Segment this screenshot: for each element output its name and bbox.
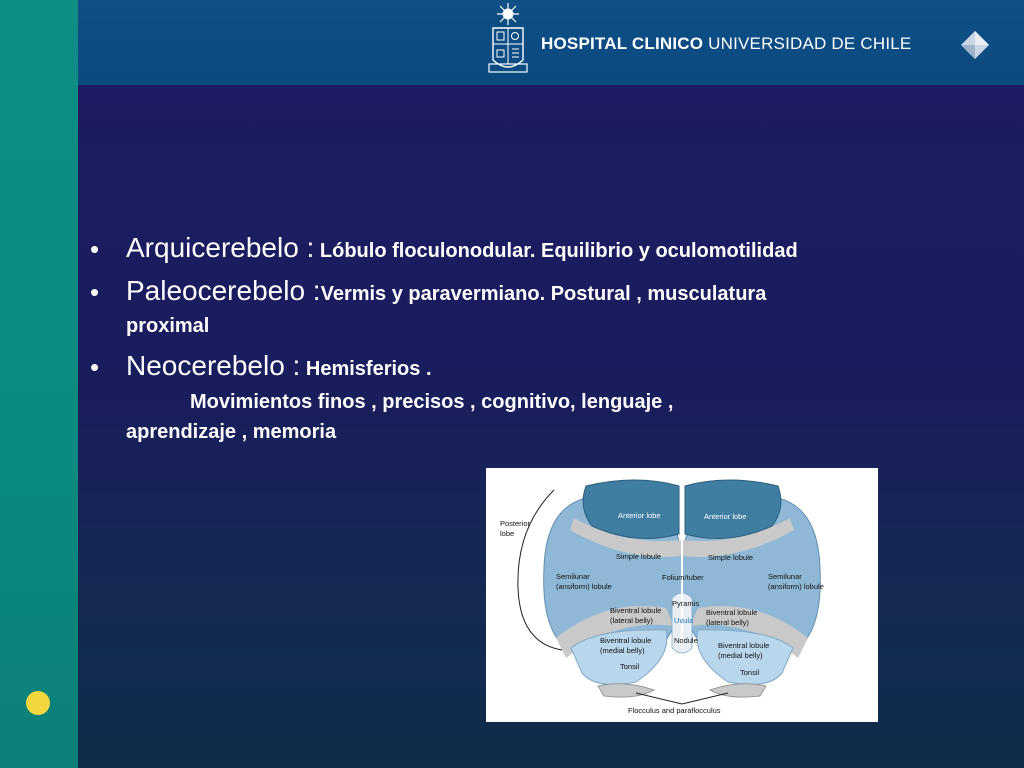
simple-lobule-band: [570, 518, 794, 557]
label-posterior-lobe: lobe: [500, 529, 514, 538]
cerebellum-illustration: Anterior lobe Anterior lobe Posterior lo…: [500, 479, 824, 715]
bullet-paleocerebelo: • Paleocerebelo :Vermis y paravermiano. …: [90, 275, 850, 342]
label-biventral-med-left-1: Biventral lobule: [600, 636, 651, 645]
label-semilunar-left-1: Semilunar: [556, 572, 590, 581]
label-semilunar-right-2: (ansiform) lobule: [768, 582, 824, 591]
accent-dot: [26, 691, 50, 715]
flocculus-leader-line: [635, 692, 729, 705]
label-anterior-left: Anterior lobe: [618, 511, 661, 520]
label-anterior-right: Anterior lobe: [704, 512, 747, 521]
bullet-description: Lóbulo floculonodular. Equilibrio y ocul…: [314, 240, 798, 262]
anterior-lobe-right: [684, 479, 782, 539]
bullet-term: Neocerebelo :: [126, 350, 301, 381]
left-accent-bar: [0, 0, 78, 768]
tonsil-right: [696, 629, 794, 685]
label-tonsil-right: Tonsil: [740, 668, 760, 677]
label-biventral-lat-right-1: Biventral lobule: [706, 608, 757, 617]
anterior-lobe-left: [582, 479, 680, 539]
label-nodule: Nodule: [674, 636, 698, 645]
bullet-neocerebelo: • Neocerebelo : Hemisferios .: [90, 350, 850, 385]
hospital-name: HOSPITAL CLINICO UNIVERSIDAD DE CHILE: [541, 34, 911, 58]
hospital-name-university: UNIVERSIDAD DE CHILE: [708, 34, 912, 53]
bullet-description: Hemisferios .: [300, 358, 432, 380]
bullet-term: Arquicerebelo :: [126, 232, 315, 263]
label-posterior: Posterior: [500, 519, 531, 528]
tonsil-left: [570, 629, 668, 685]
label-biventral-lat-right-2: (lateral belly): [706, 618, 749, 627]
label-tonsil-left: Tonsil: [620, 662, 640, 671]
label-pyramis: Pyramis: [672, 599, 699, 608]
bullet-dot: •: [90, 277, 100, 307]
lower-band-right: [690, 606, 808, 658]
bullet-dot: •: [90, 352, 100, 382]
bullet-term: Paleocerebelo :: [126, 275, 321, 306]
header-bar: [78, 0, 1024, 85]
label-simple-left: Simple lobule: [616, 552, 661, 561]
label-biventral-lat-left-1: Biventral lobule: [610, 606, 661, 615]
label-simple-right: Simple lobule: [708, 553, 753, 562]
continuation-line-2: aprendizaje , memoria: [126, 421, 337, 443]
continuation-line-1: Movimientos finos , precisos , cognitivo…: [190, 391, 674, 413]
label-semilunar-right-1: Semilunar: [768, 572, 802, 581]
hospital-name-bold: HOSPITAL CLINICO: [541, 34, 704, 53]
bullet-description: Vermis y paravermiano. Postural , muscul…: [126, 283, 767, 337]
label-uvula: Uvula: [674, 616, 694, 625]
label-biventral-med-right-2: (medial belly): [718, 651, 763, 660]
label-biventral-lat-left-2: (lateral belly): [610, 616, 653, 625]
cerebellum-diagram: Anterior lobe Anterior lobe Posterior lo…: [486, 468, 878, 722]
lower-band-left: [556, 606, 674, 658]
label-biventral-med-right-1: Biventral lobule: [718, 641, 769, 650]
label-flocculus: Flocculus and paraflocculus: [628, 706, 721, 715]
bullet-arquicerebelo: • Arquicerebelo : Lóbulo floculonodular.…: [90, 232, 850, 267]
label-semilunar-left-2: (ansiform) lobule: [556, 582, 612, 591]
label-folium: Folium/tuber: [662, 573, 704, 582]
bullet-dot: •: [90, 234, 100, 264]
diamond-logo-icon: [961, 31, 989, 59]
university-crest-icon: [488, 3, 528, 73]
bullet-list: • Arquicerebelo : Lóbulo floculonodular.…: [90, 232, 850, 447]
posterior-leader-line: [517, 489, 563, 651]
label-biventral-med-left-2: (medial belly): [600, 646, 645, 655]
